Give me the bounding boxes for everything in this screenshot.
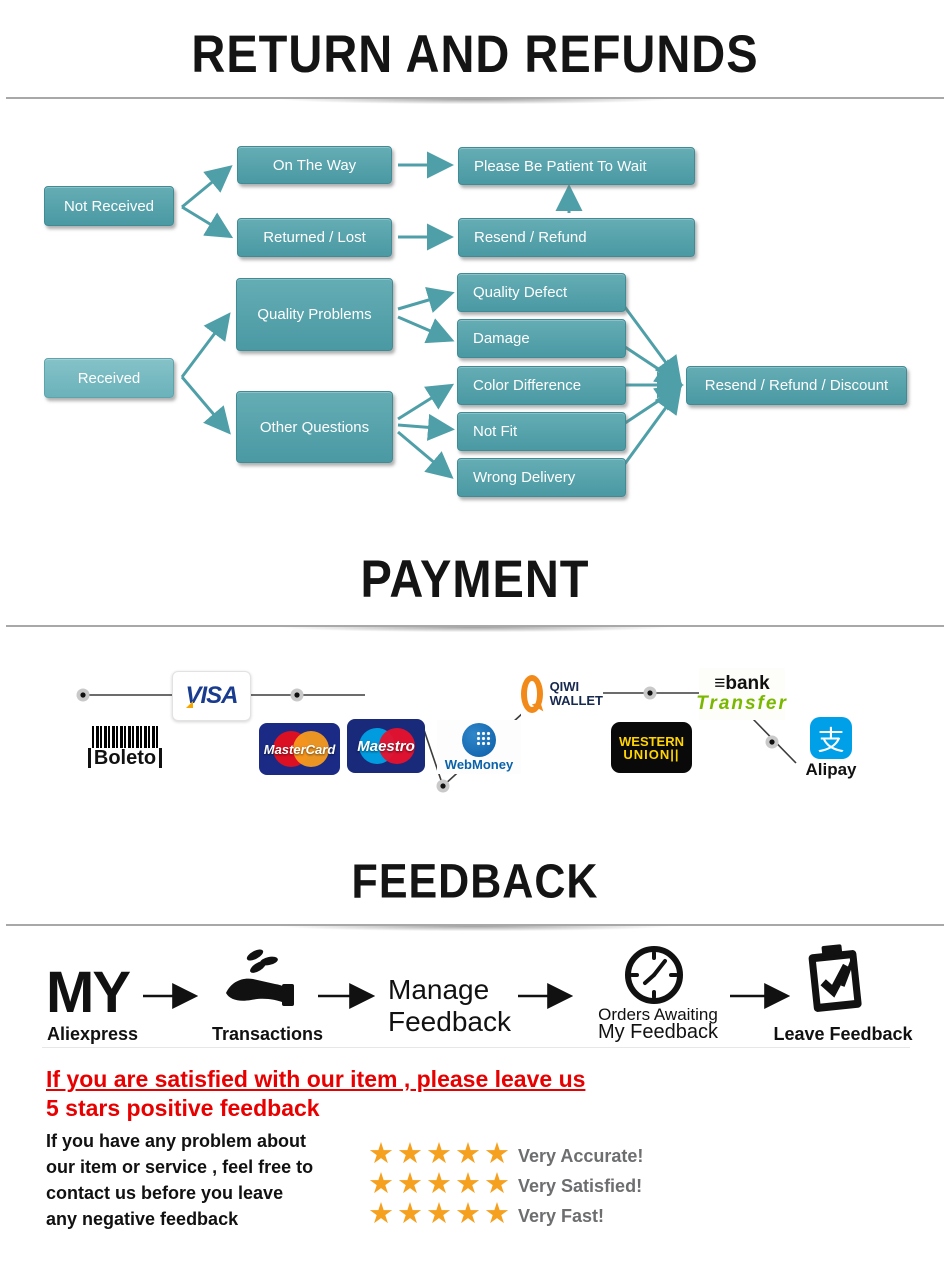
alipay-icon: 支 [810, 717, 852, 759]
webmoney-globe-icon [462, 722, 496, 757]
alipay-wordmark: Alipay [805, 760, 857, 779]
returns-title: RETURN AND REFUNDS [191, 23, 759, 84]
my-aliexpress-title: MY [46, 960, 131, 1025]
clipboard-check-icon [808, 944, 862, 1012]
visa-flag-accent [186, 701, 194, 708]
webmoney-wordmark: WebMoney [444, 756, 514, 772]
flow-node-quality-defect: Quality Defect [457, 273, 626, 312]
flow-node-received: Received [44, 358, 174, 398]
flow-node-label: Please Be Patient To Wait [474, 157, 647, 175]
clock-icon [625, 946, 683, 1004]
manage-line2: Feedback [388, 1006, 511, 1037]
satisfied-notice-line1: If you are satisfied with our item , ple… [46, 1066, 586, 1092]
problem-notice-line3: contact us before you leave [46, 1183, 284, 1203]
qiwi-line1: QIWI [549, 679, 580, 694]
flow-node-other-questions: Other Questions [236, 391, 393, 463]
hand-coins-icon [226, 949, 294, 1006]
flow-node-label: Quality Problems [257, 306, 372, 323]
webmoney-dots [476, 730, 492, 747]
star-row-label: Very Fast! [518, 1206, 605, 1226]
star-row: ★★★★★ [368, 1198, 513, 1230]
my-aliexpress-subtitle: Aliexpress [47, 1024, 139, 1044]
qiwi-logo: QIWI WALLET [521, 670, 603, 718]
bank-transfer-logo: ≡bank Transfer [696, 668, 788, 720]
boleto-barcode [92, 726, 158, 748]
leave-feedback-label: Leave Feedback [773, 1024, 913, 1044]
star-row: ★★★★★ [368, 1138, 513, 1170]
flow-node-resend-refund-discount: Resend / Refund / Discount [686, 366, 907, 405]
flow-node-label: Received [77, 369, 141, 387]
flow-node-resend-refund: Resend / Refund [458, 218, 695, 257]
maestro-logo: Maestro [347, 719, 425, 773]
orders-awaiting-line2: My Feedback [597, 1021, 719, 1043]
bank-transfer-line1: ≡bank [714, 673, 770, 694]
western-union-logo: WESTERN UNION|| [611, 722, 692, 773]
bank-transfer-line2: Transfer [696, 693, 788, 714]
flow-node-label: Not Fit [473, 423, 518, 440]
transactions-label: Transactions [212, 1024, 324, 1044]
flow-node-on-the-way: On The Way [237, 146, 392, 184]
star-row-label: Very Accurate! [518, 1146, 644, 1166]
flow-node-not-fit: Not Fit [457, 412, 626, 451]
boleto-wordmark: Boleto [87, 748, 163, 768]
flow-node-color-difference: Color Difference [457, 366, 626, 405]
section-divider [6, 97, 944, 106]
manage-feedback-label: Manage Feedback [388, 974, 511, 1038]
star-row: ★★★★★ [368, 1168, 513, 1200]
problem-notice-line1: If you have any problem about [46, 1131, 307, 1151]
flow-node-label: Quality Defect [473, 284, 568, 301]
boleto-logo: Boleto [87, 722, 163, 772]
feedback-title: FEEDBACK [351, 855, 599, 909]
flow-node-returned-lost: Returned / Lost [237, 218, 392, 257]
problem-notice-line2: our item or service , feel free to [46, 1157, 314, 1177]
flow-node-label: Returned / Lost [263, 229, 366, 246]
visa-wordmark: VISA [185, 682, 238, 709]
visa-logo: VISA [172, 671, 251, 721]
flow-node-label: On The Way [272, 156, 357, 174]
payment-title: PAYMENT [360, 548, 590, 609]
maestro-wordmark: Maestro [357, 737, 415, 755]
flow-node-quality-problems: Quality Problems [236, 278, 393, 351]
western-union-line2: UNION|| [623, 746, 680, 762]
webmoney-logo: WebMoney [437, 720, 521, 774]
flow-node-damage: Damage [457, 319, 626, 358]
section-divider [6, 924, 944, 933]
flow-node-label: Damage [473, 330, 530, 347]
manage-line1: Manage [388, 974, 490, 1005]
flow-node-please-wait: Please Be Patient To Wait [458, 147, 695, 185]
orders-awaiting-line1: Orders Awaiting [598, 1005, 718, 1024]
flow-node-label: Other Questions [259, 418, 370, 436]
mastercard-logo: MasterCard [259, 723, 340, 775]
flow-node-label: Color Difference [473, 377, 582, 394]
section-divider [6, 625, 944, 634]
problem-notice-line4: any negative feedback [46, 1209, 239, 1229]
flow-node-not-received: Not Received [44, 186, 174, 226]
qiwi-line2: WALLET [549, 693, 603, 708]
mastercard-orange-circle [293, 731, 329, 767]
star-row-label: Very Satisfied! [518, 1176, 643, 1196]
flow-node-label: Not Received [63, 197, 155, 215]
feedback-underline [42, 1047, 910, 1048]
mastercard-wordmark: MasterCard [263, 741, 336, 757]
maestro-red-circle [379, 728, 415, 764]
satisfied-notice-line2: 5 stars positive feedback [46, 1095, 320, 1121]
flow-node-label: Wrong Delivery [473, 469, 576, 486]
alipay-character: 支 [817, 725, 845, 756]
qiwi-wordmark: QIWI WALLET [550, 680, 603, 708]
flow-node-label: Resend / Refund [474, 229, 587, 246]
flow-node-wrong-delivery: Wrong Delivery [457, 458, 626, 497]
western-union-line1: WESTERN [619, 733, 684, 749]
qiwi-q-icon [521, 675, 543, 713]
flow-node-label: Resend / Refund / Discount [704, 377, 889, 394]
